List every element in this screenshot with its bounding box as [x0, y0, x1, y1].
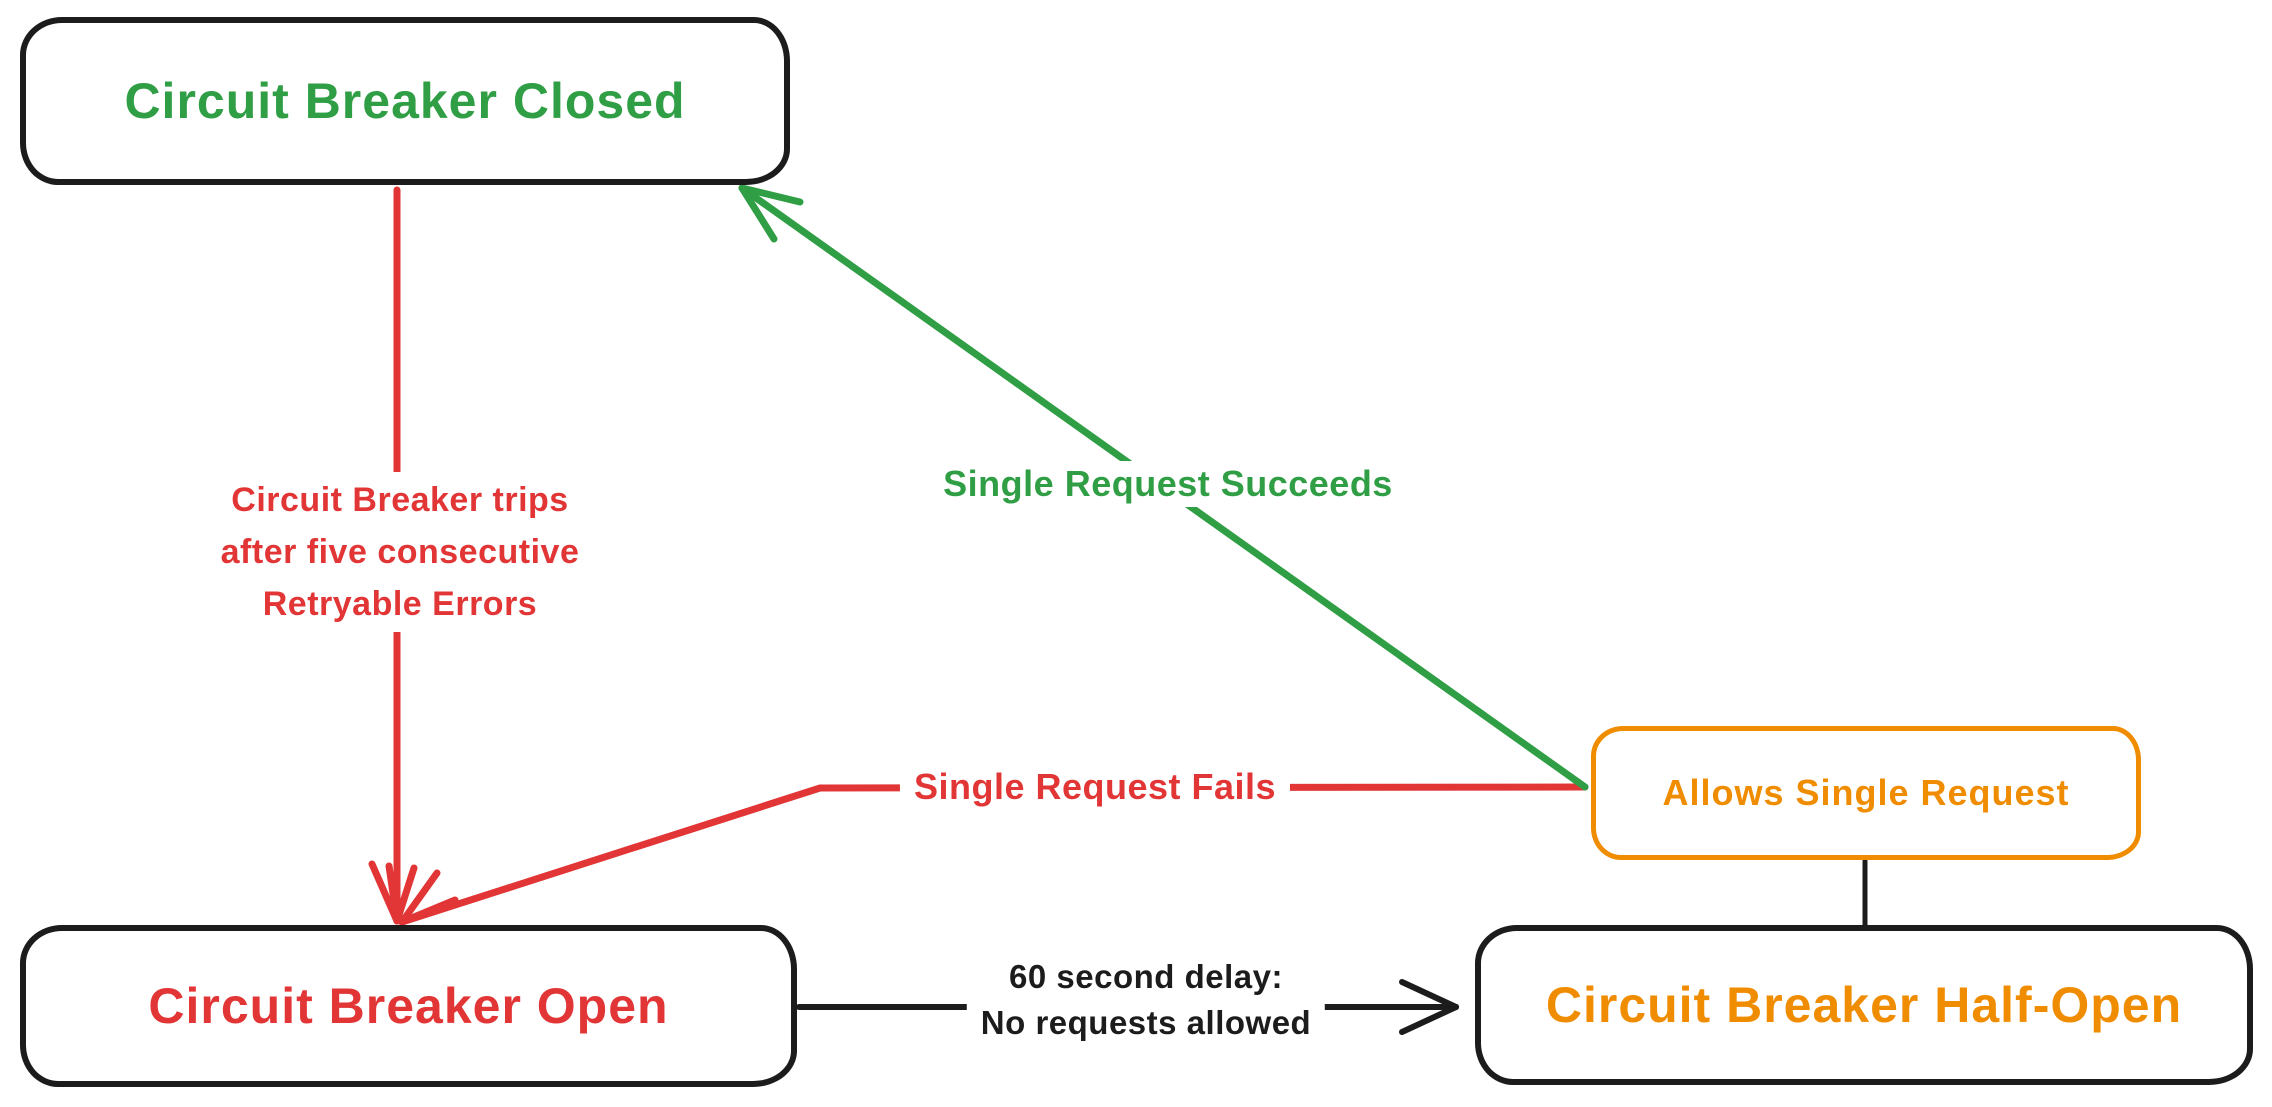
- edge-label-single-request-fails: Single Request Fails: [899, 764, 1291, 810]
- arrow-fails: [398, 783, 1589, 926]
- state-node-allows-single-request: Allows Single Request: [1591, 726, 2141, 860]
- state-node-open: Circuit Breaker Open: [20, 925, 797, 1087]
- state-label-half-open: Circuit Breaker Half-Open: [1545, 977, 2183, 1033]
- edge-label-single-request-succeeds: Single Request Succeeds: [929, 461, 1407, 507]
- edge-label-delay-line1: 60 second delay:: [1009, 958, 1283, 995]
- edge-label-trips-line3: Retryable Errors: [262, 585, 538, 623]
- edge-label-delay-line2: No requests allowed: [980, 1004, 1312, 1041]
- edge-label-trips: Circuit Breaker trips after five consecu…: [206, 472, 594, 632]
- state-node-closed: Circuit Breaker Closed: [20, 17, 790, 185]
- state-label-closed: Circuit Breaker Closed: [124, 73, 686, 129]
- edge-label-delay: 60 second delay: No requests allowed: [966, 952, 1326, 1048]
- edge-label-trips-line2: after five consecutive: [220, 533, 580, 571]
- state-label-allows-single-request: Allows Single Request: [1662, 772, 2070, 813]
- edge-label-trips-line1: Circuit Breaker trips: [231, 481, 569, 519]
- state-node-half-open: Circuit Breaker Half-Open: [1475, 925, 2253, 1085]
- state-label-open: Circuit Breaker Open: [148, 978, 669, 1034]
